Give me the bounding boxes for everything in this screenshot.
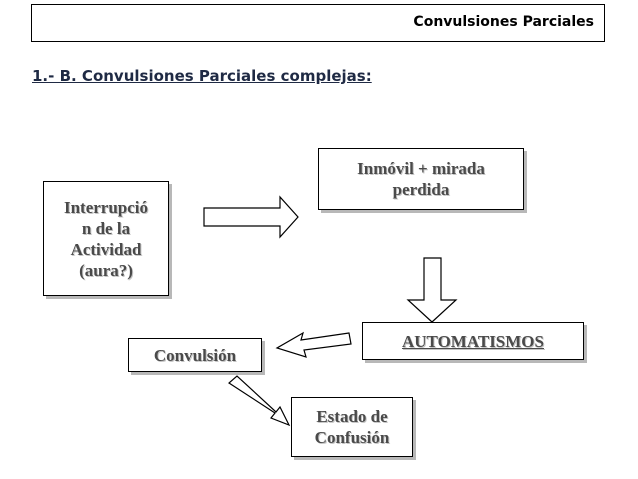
arrow-inmovil-to-automatismos — [406, 257, 458, 323]
node-inmovil-label: Inmóvil + mirada perdida — [357, 159, 485, 199]
header-title: Convulsiones Parciales — [413, 14, 594, 30]
node-automatismos-label: AUTOMATISMOS — [401, 331, 544, 351]
node-convulsion-label: Convulsión — [153, 345, 237, 365]
node-automatismos: AUTOMATISMOS — [362, 322, 584, 360]
node-estado-label: Estado de Confusión — [314, 407, 390, 447]
header-box: Convulsiones Parciales — [31, 4, 605, 42]
node-interrupcion: Interrupció n de la Actividad (aura?) — [43, 181, 169, 296]
arrow-convulsion-to-estado — [228, 375, 291, 427]
arrow-automatismos-to-convulsion — [275, 331, 352, 358]
section-title: 1.- B. Convulsiones Parciales complejas: — [32, 67, 372, 85]
arrow-interrupcion-to-inmovil — [203, 195, 299, 239]
node-inmovil: Inmóvil + mirada perdida — [318, 148, 524, 210]
node-estado: Estado de Confusión — [291, 397, 413, 457]
node-convulsion: Convulsión — [128, 338, 262, 372]
node-interrupcion-label: Interrupció n de la Actividad (aura?) — [63, 197, 149, 280]
